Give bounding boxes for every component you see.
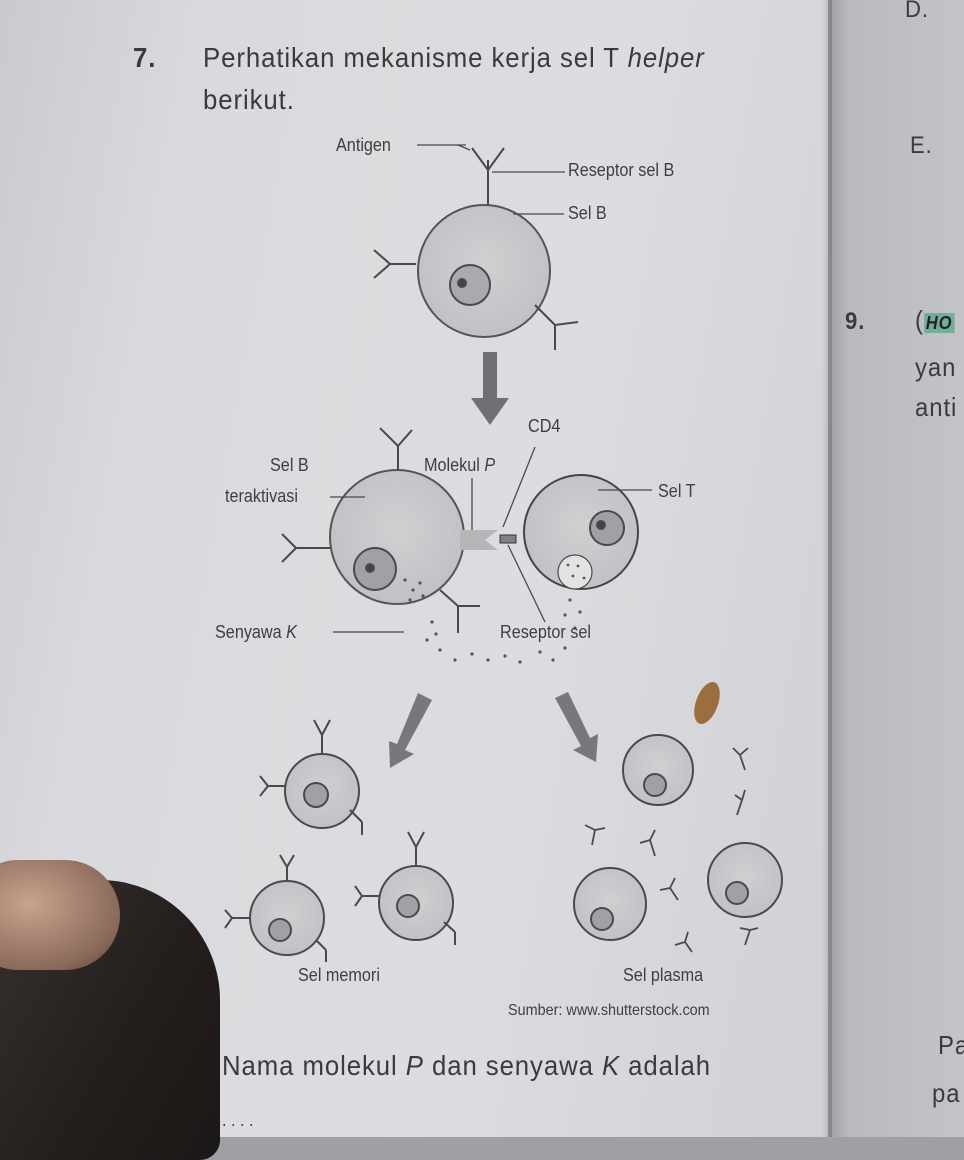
- label-senyawa-var: K: [286, 622, 297, 642]
- question-italic-helper: helper: [627, 42, 705, 73]
- q9-fragment: (HO: [915, 305, 955, 336]
- label-reseptor-sel-b: Reseptor sel B: [568, 160, 675, 180]
- question-line1: Perhatikan mekanisme kerja sel T helper: [203, 42, 705, 74]
- question-line2: berikut.: [203, 84, 295, 115]
- q9-hots-badge: HO: [923, 313, 955, 333]
- answer-ellipsis: . . . .: [222, 1110, 254, 1130]
- label-senyawa-k: Senyawa K: [215, 622, 297, 643]
- label-molekul-text: Molekul: [424, 455, 480, 475]
- prompt-text-2: dan senyawa: [431, 1050, 594, 1081]
- figure-source: Sumber: www.shutterstock.com: [508, 1002, 710, 1019]
- label-cd4: CD4: [528, 416, 561, 436]
- label-antigen: Antigen: [336, 135, 391, 155]
- right-line-2: yan: [915, 352, 957, 382]
- prompt-text-3: adalah: [628, 1050, 712, 1081]
- label-sel-memori: Sel memori: [298, 965, 380, 985]
- question-number: 7.: [133, 42, 157, 73]
- option-d-label: D.: [905, 0, 929, 23]
- textbook-page-right: [828, 0, 964, 1137]
- q9-number: 9.: [845, 308, 866, 335]
- label-sel-t: Sel T: [658, 481, 696, 501]
- label-sel-b: Sel B: [568, 203, 607, 223]
- label-reseptor-sel: Reseptor sel: [500, 622, 591, 642]
- label-molekul-var: P: [484, 455, 496, 475]
- insect-on-page: [694, 681, 720, 725]
- right-bottom-2: pa: [932, 1078, 961, 1108]
- prompt-var-k: K: [601, 1050, 621, 1081]
- immune-diagram: [224, 144, 783, 962]
- right-line-3: anti: [915, 392, 958, 422]
- prompt-var-p: P: [405, 1050, 424, 1081]
- q9-paren: (: [915, 305, 924, 335]
- option-e-label: E.: [910, 132, 933, 159]
- page-fold-shadow: [822, 0, 832, 1137]
- label-senyawa-text: Senyawa: [215, 622, 282, 642]
- prompt-line: Nama molekul P dan senyawa K adalah: [222, 1050, 711, 1082]
- label-molekul-p: Molekul P: [424, 455, 495, 476]
- label-sel-plasma: Sel plasma: [623, 965, 704, 985]
- question-text: Perhatikan mekanisme kerja sel T: [203, 42, 620, 73]
- thumb: [0, 860, 120, 970]
- prompt-text-1: Nama molekul: [222, 1050, 398, 1081]
- right-bottom-1: Pa: [938, 1030, 964, 1060]
- label-sel-b-teraktivasi-1: Sel B: [270, 455, 309, 475]
- label-sel-b-teraktivasi-2: teraktivasi: [225, 486, 298, 506]
